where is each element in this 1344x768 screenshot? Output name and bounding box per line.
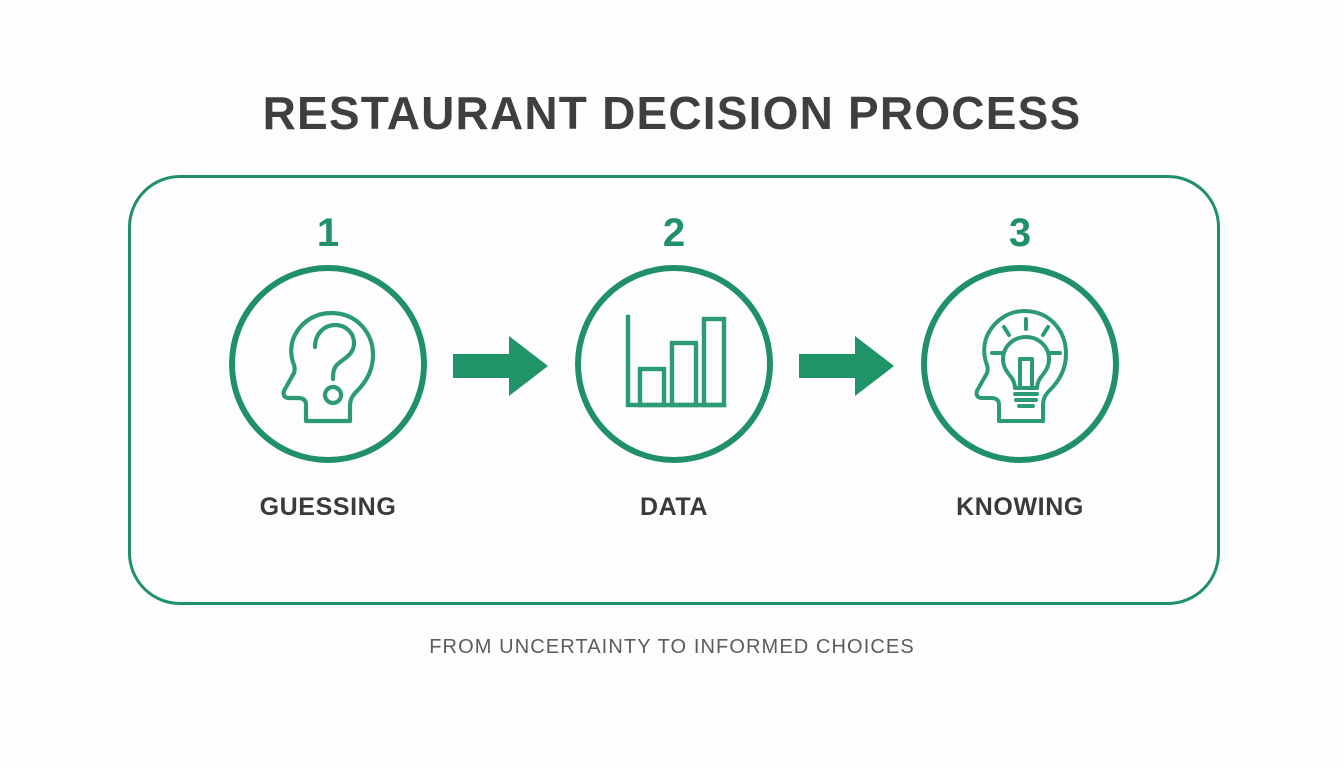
step-label-2: DATA	[639, 493, 709, 521]
connector-2	[790, 175, 904, 605]
step-label-3: KNOWING	[956, 493, 1084, 521]
process-step-knowing[interactable]: 3	[904, 175, 1136, 522]
arrow-right-icon	[799, 335, 895, 402]
process-step-guessing[interactable]: 1 GUESSING	[212, 175, 444, 522]
connector-1	[444, 175, 558, 605]
step-label-1: GUESSING	[259, 493, 397, 521]
process-step-data[interactable]: 2 DATA	[558, 175, 790, 522]
step-circle-1	[229, 265, 427, 463]
page-subtitle: FROM UNCERTAINTY TO INFORMED CHOICES	[429, 636, 915, 658]
process-container	[128, 175, 1220, 605]
arrow-right-icon	[453, 335, 549, 402]
page-title: RESTAURANT DECISION PROCESS	[262, 87, 1082, 139]
step-number-3: 3	[1008, 211, 1032, 255]
bar-chart-icon	[616, 309, 732, 419]
step-circle-3	[921, 265, 1119, 463]
head-lightbulb-icon	[960, 299, 1080, 429]
step-circle-2	[575, 265, 773, 463]
process-steps-row: 1 GUESSING	[128, 175, 1220, 605]
step-number-2: 2	[662, 211, 686, 255]
head-question-mark-icon	[269, 299, 387, 429]
step-number-1: 1	[316, 211, 340, 255]
